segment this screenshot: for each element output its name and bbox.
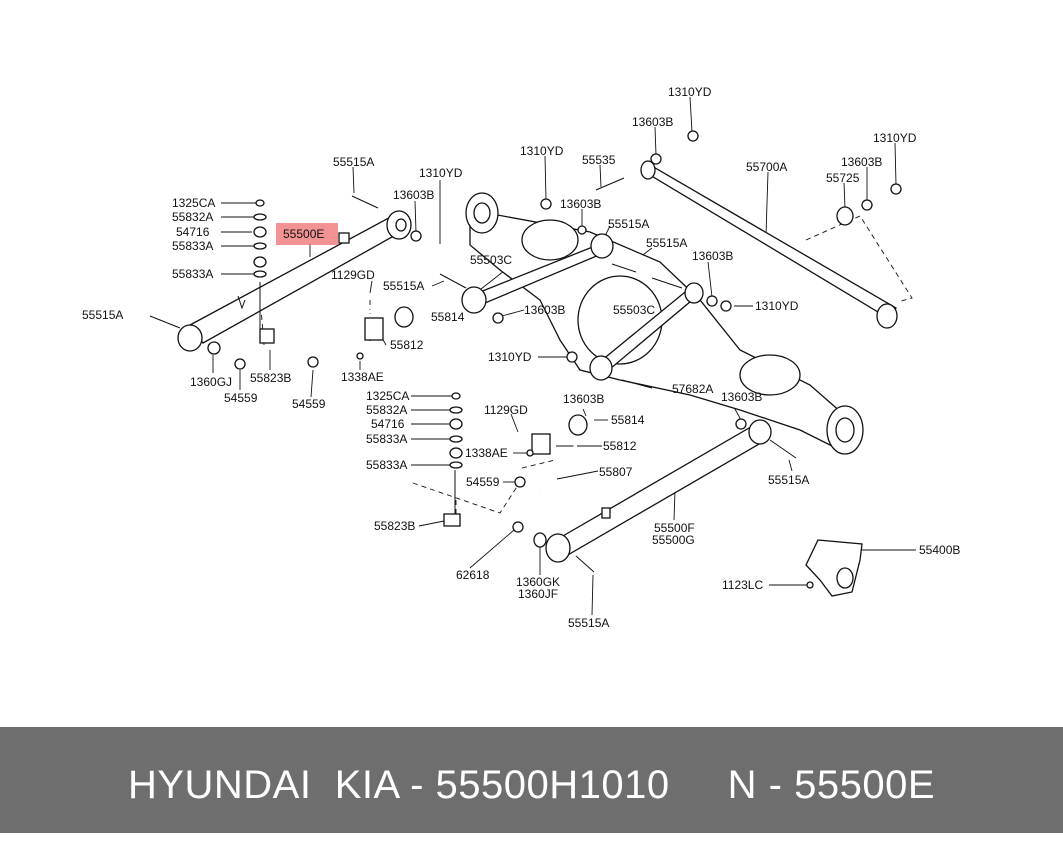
part-55400b-bracket xyxy=(805,539,863,597)
label-1360gk: 1360GK xyxy=(516,575,560,589)
leader-lines xyxy=(212,96,916,616)
washers-right xyxy=(449,392,463,469)
label-55500f: 55500F xyxy=(654,521,695,535)
label-55807: 55807 xyxy=(599,465,633,479)
bolts xyxy=(149,177,797,573)
part-links-and-hardware xyxy=(149,130,902,589)
label-1325ca: 1325CA xyxy=(366,389,409,403)
label-13603b: 13603B xyxy=(560,197,601,211)
footer-text: HYUNDAI KIA - 55500H1010 N - 55500E xyxy=(127,763,936,807)
label-55832a: 55832A xyxy=(366,403,407,417)
part-55500f-lower-arm xyxy=(545,419,772,563)
label-55503c: 55503C xyxy=(613,303,655,317)
label-55515a: 55515A xyxy=(383,279,424,293)
label-55515a: 55515A xyxy=(768,473,809,487)
part-number-footer: HYUNDAI KIA - 55500H1010 N - 55500E xyxy=(0,727,1063,833)
label-55833a: 55833A xyxy=(366,458,407,472)
label-1360jf: 1360JF xyxy=(518,587,558,601)
part-55503c-upper-arms xyxy=(461,233,704,381)
label-55515a: 55515A xyxy=(82,308,123,322)
label-1129gd: 1129GD xyxy=(484,403,528,417)
label-55823b: 55823B xyxy=(250,371,291,385)
label-1129gd: 1129GD xyxy=(331,268,375,282)
label-54716: 54716 xyxy=(371,417,405,431)
label-55814: 55814 xyxy=(611,413,645,427)
label-55503c: 55503C xyxy=(470,253,512,267)
exploded-parts-diagram: 1310YD 13603B 1310YD 55700A 1310YD 55535… xyxy=(82,85,960,630)
label-54559: 54559 xyxy=(292,397,326,411)
label-1325ca: 1325CA xyxy=(172,196,215,210)
label-57682a: 57682A xyxy=(672,382,713,396)
label-1360gj: 1360GJ xyxy=(190,375,232,389)
part-55807-stabilizer-bar xyxy=(286,306,588,492)
part-labels: 1310YD 13603B 1310YD 55700A 1310YD 55535… xyxy=(82,85,960,630)
label-55832a: 55832A xyxy=(172,210,213,224)
label-1310yd: 1310YD xyxy=(755,299,799,313)
label-55400b: 55400B xyxy=(919,543,960,557)
part-55500e-lower-arm xyxy=(177,210,412,352)
label-1310yd: 1310YD xyxy=(488,350,532,364)
label-55700a: 55700A xyxy=(746,160,787,174)
label-55725: 55725 xyxy=(826,171,860,185)
label-55515a: 55515A xyxy=(646,236,687,250)
label-55500g: 55500G xyxy=(652,533,695,547)
label-1310yd: 1310YD xyxy=(668,85,712,99)
label-13603b: 13603B xyxy=(632,115,673,129)
label-55535: 55535 xyxy=(582,153,616,167)
label-55833a: 55833A xyxy=(172,267,213,281)
label-13603b: 13603B xyxy=(524,303,565,317)
highlight-box-55500e xyxy=(276,223,338,245)
label-13603b: 13603B xyxy=(393,188,434,202)
washers-left xyxy=(253,199,267,278)
label-55812: 55812 xyxy=(603,439,637,453)
label-13603b: 13603B xyxy=(721,390,762,404)
label-55833a: 55833A xyxy=(172,239,213,253)
label-1338ae: 1338AE xyxy=(341,370,384,384)
label-54559: 54559 xyxy=(466,475,500,489)
label-13603b: 13603B xyxy=(841,155,882,169)
label-55833a: 55833A xyxy=(366,432,407,446)
label-1338ae: 1338AE xyxy=(465,446,508,460)
label-1310yd: 1310YD xyxy=(419,166,463,180)
label-13603b: 13603B xyxy=(692,249,733,263)
label-55515a: 55515A xyxy=(608,217,649,231)
nuts xyxy=(207,130,902,589)
label-62618: 62618 xyxy=(456,568,490,582)
label-55823b: 55823B xyxy=(374,519,415,533)
label-13603b: 13603B xyxy=(563,392,604,406)
label-55515a: 55515A xyxy=(333,155,374,169)
label-55515a: 55515A xyxy=(568,616,609,630)
label-55814: 55814 xyxy=(431,310,465,324)
label-55500e: 55500E xyxy=(283,227,324,241)
part-55700a-crossmember xyxy=(640,160,898,329)
label-1310yd: 1310YD xyxy=(873,131,917,145)
label-54559: 54559 xyxy=(224,391,258,405)
label-54716: 54716 xyxy=(176,225,210,239)
label-55812: 55812 xyxy=(390,338,424,352)
label-1310yd: 1310YD xyxy=(520,144,564,158)
label-1123lc: 1123LC xyxy=(722,578,763,592)
